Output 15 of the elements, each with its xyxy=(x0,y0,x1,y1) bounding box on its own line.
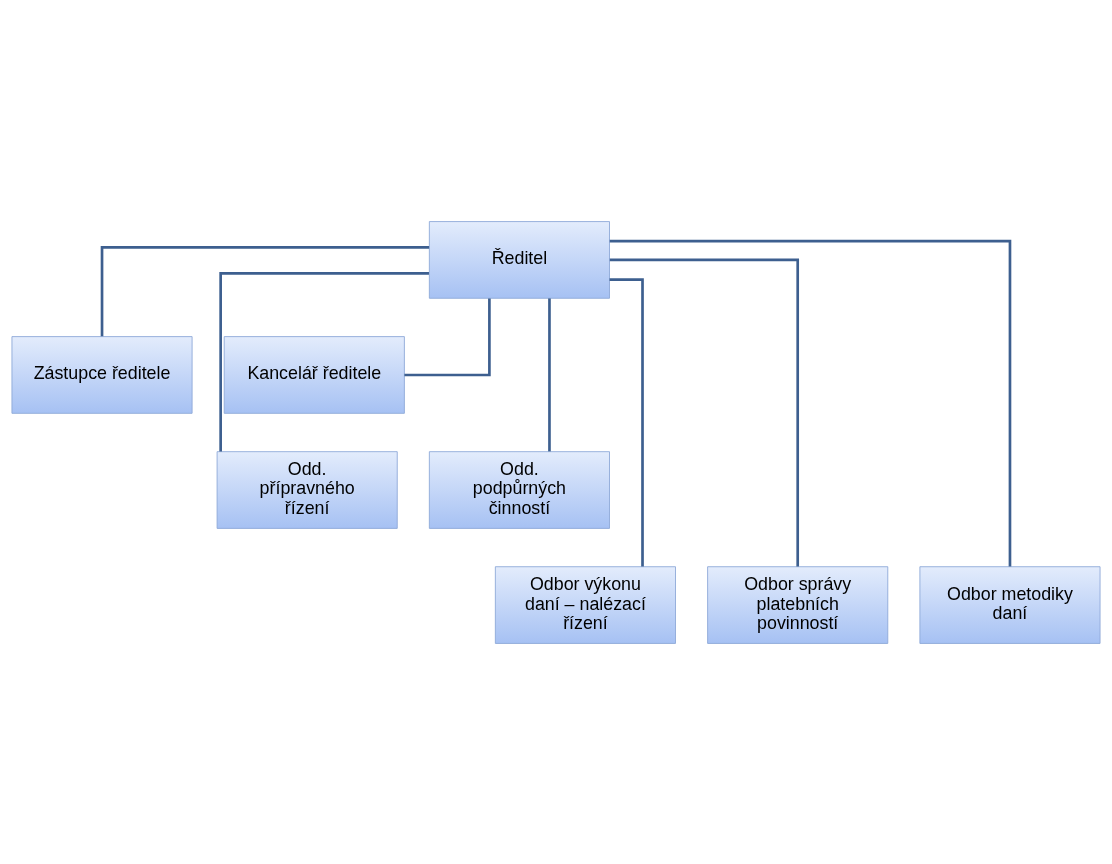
node-box: Odd. podpůrných činností xyxy=(428,450,610,529)
node-box: Odbor správy platebních povinností xyxy=(707,565,889,644)
node-box: Zástupce ředitele xyxy=(11,335,193,414)
node-box: Odd. přípravného řízení xyxy=(216,450,398,529)
connector xyxy=(609,277,644,566)
connector xyxy=(404,298,491,376)
connector xyxy=(609,239,1012,566)
node-box: Kancelář ředitele xyxy=(223,335,405,414)
connector xyxy=(219,271,429,452)
connector xyxy=(609,258,800,566)
node-box: Odbor výkonu daní – nalézací řízení xyxy=(494,565,676,644)
node-box: Odbor metodiky daní xyxy=(919,565,1101,644)
connector xyxy=(548,297,551,451)
node-box: Ředitel xyxy=(428,220,610,299)
connector xyxy=(100,245,430,336)
